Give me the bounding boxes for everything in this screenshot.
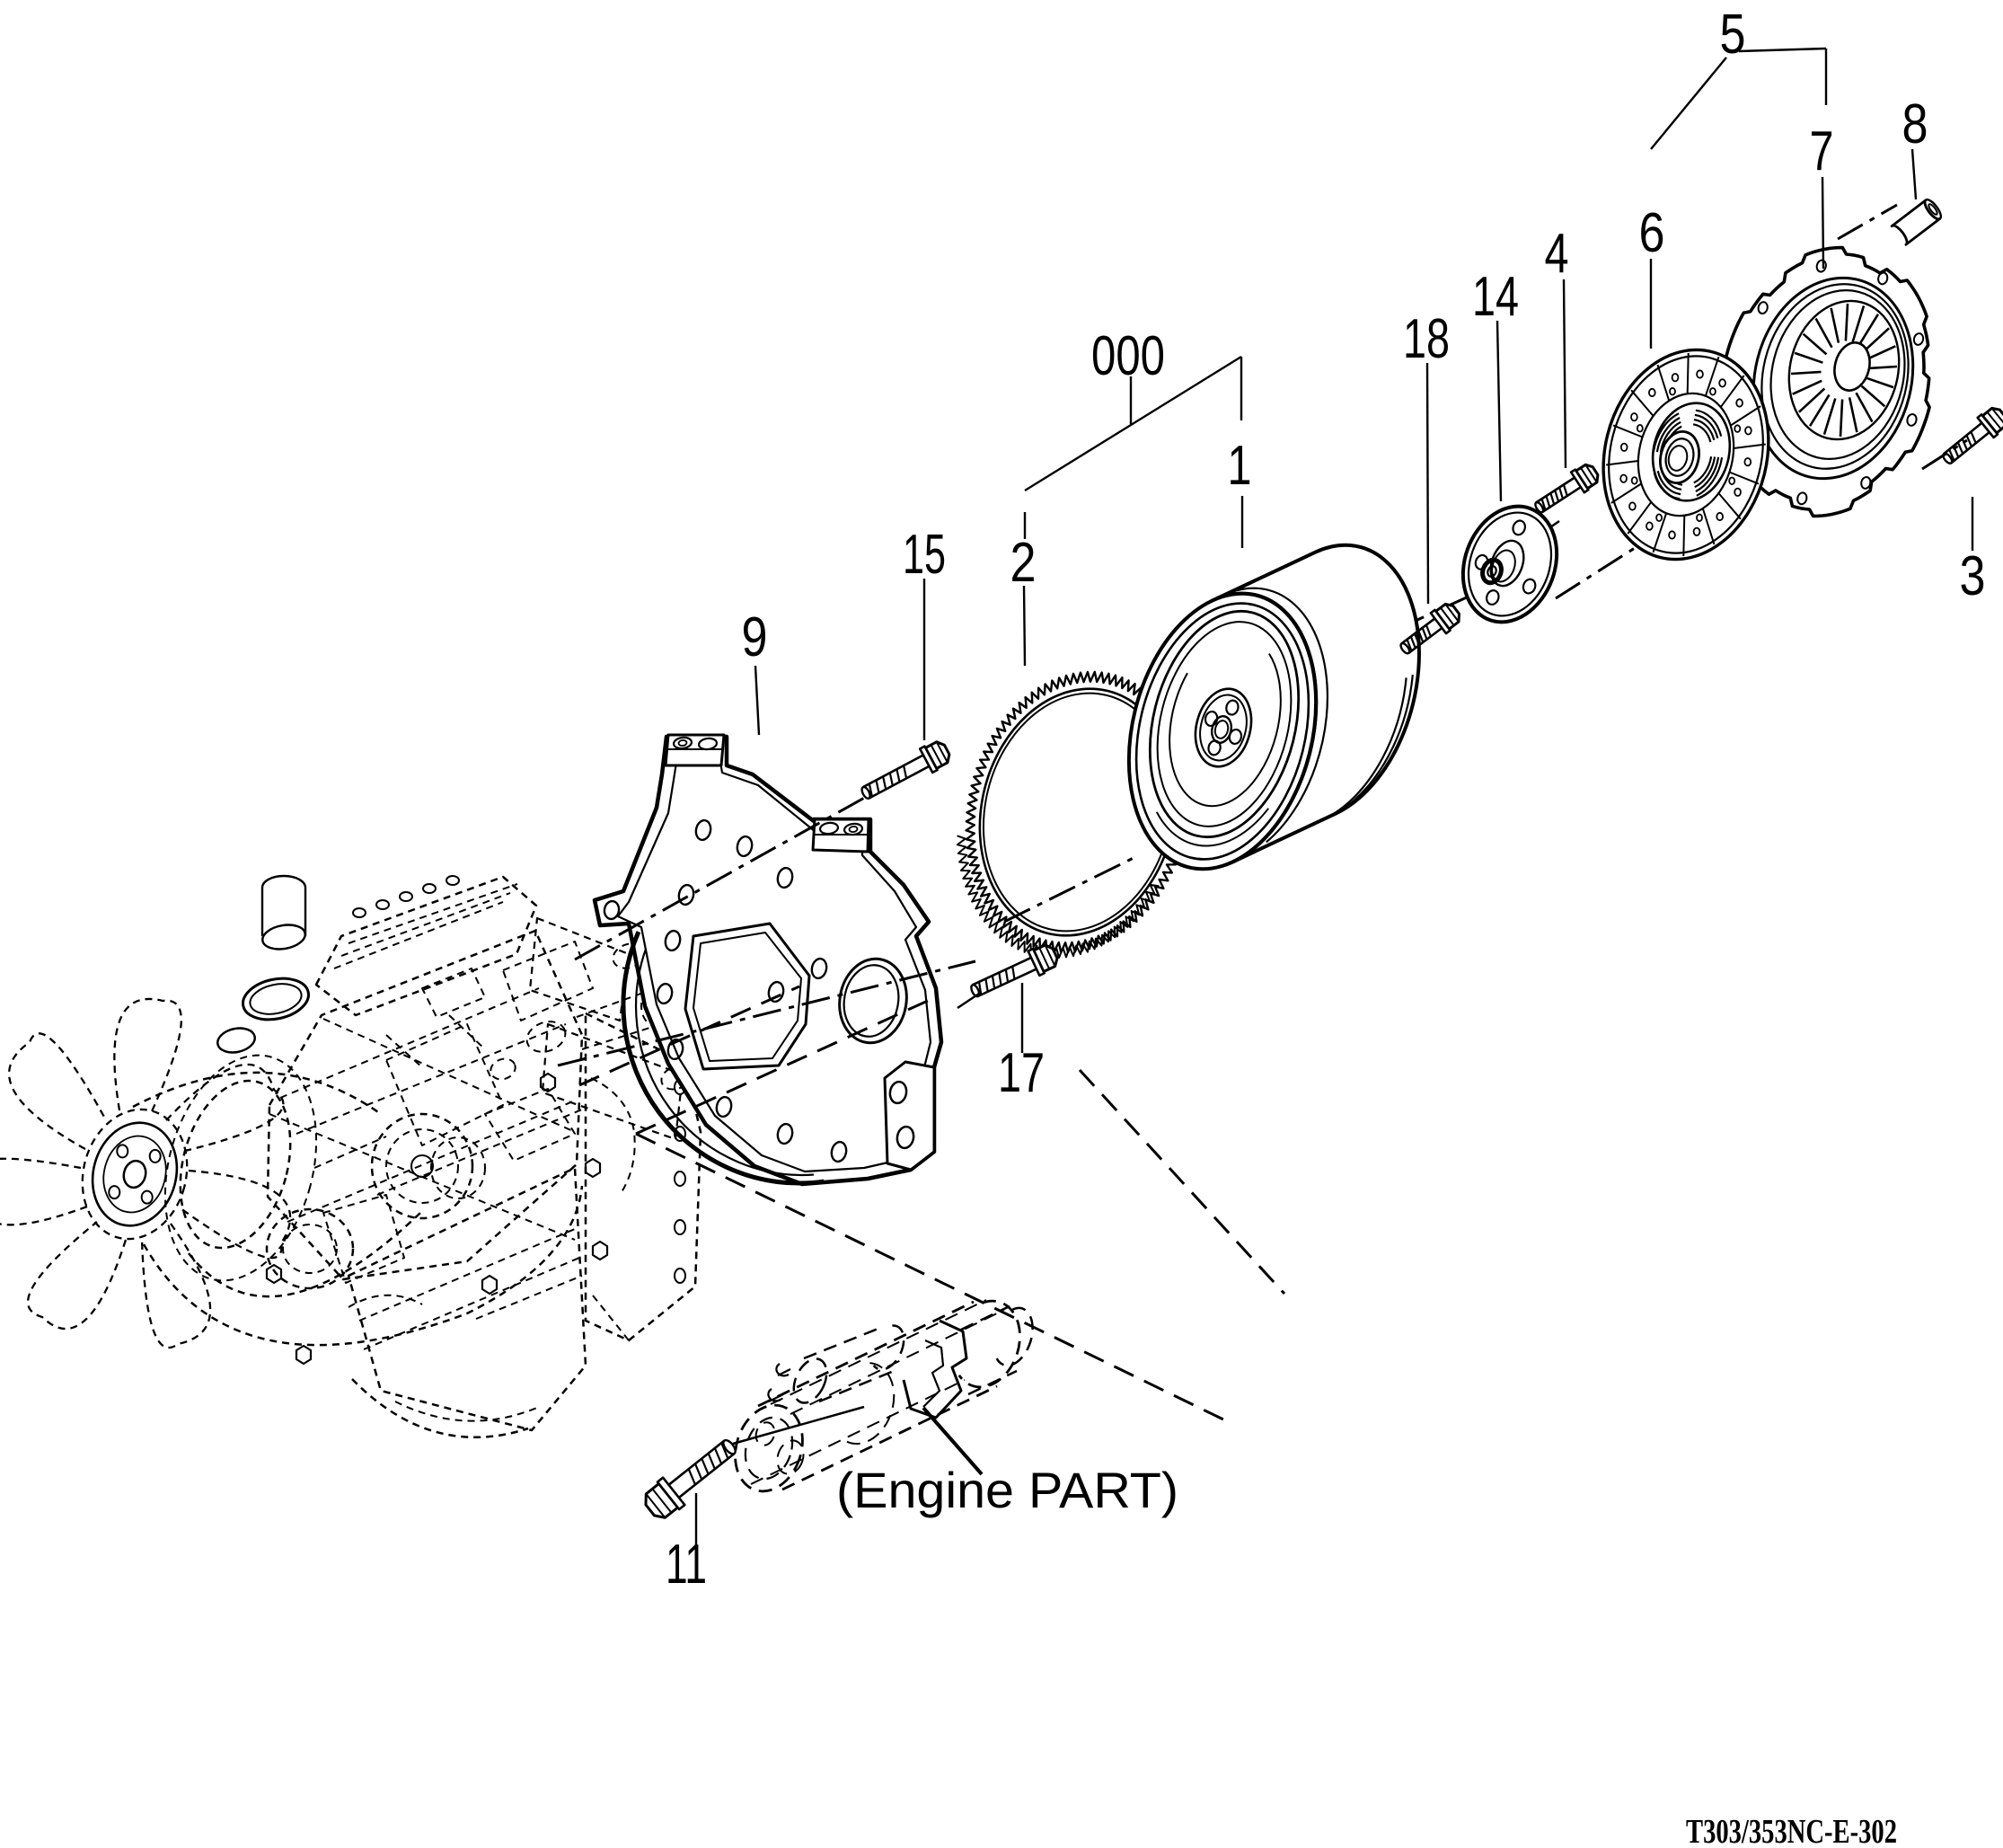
svg-text:5: 5 [1720,4,1746,66]
svg-text:2: 2 [1010,532,1037,594]
svg-text:3: 3 [1960,545,1986,607]
svg-text:11: 11 [666,1534,707,1596]
svg-text:14: 14 [1472,266,1519,328]
svg-text:T303/353NC-E-302: T303/353NC-E-302 [1686,1813,1897,1848]
svg-text:7: 7 [1810,120,1834,182]
svg-text:9: 9 [742,606,768,668]
svg-text:1: 1 [1228,435,1252,497]
svg-text:(Engine PART): (Engine PART) [836,1462,1178,1518]
svg-text:000: 000 [1091,325,1165,387]
svg-text:4: 4 [1545,223,1569,285]
svg-text:6: 6 [1639,202,1665,264]
svg-text:18: 18 [1403,308,1450,370]
svg-text:15: 15 [903,524,946,586]
svg-text:17: 17 [998,1042,1045,1104]
svg-text:8: 8 [1902,93,1928,155]
